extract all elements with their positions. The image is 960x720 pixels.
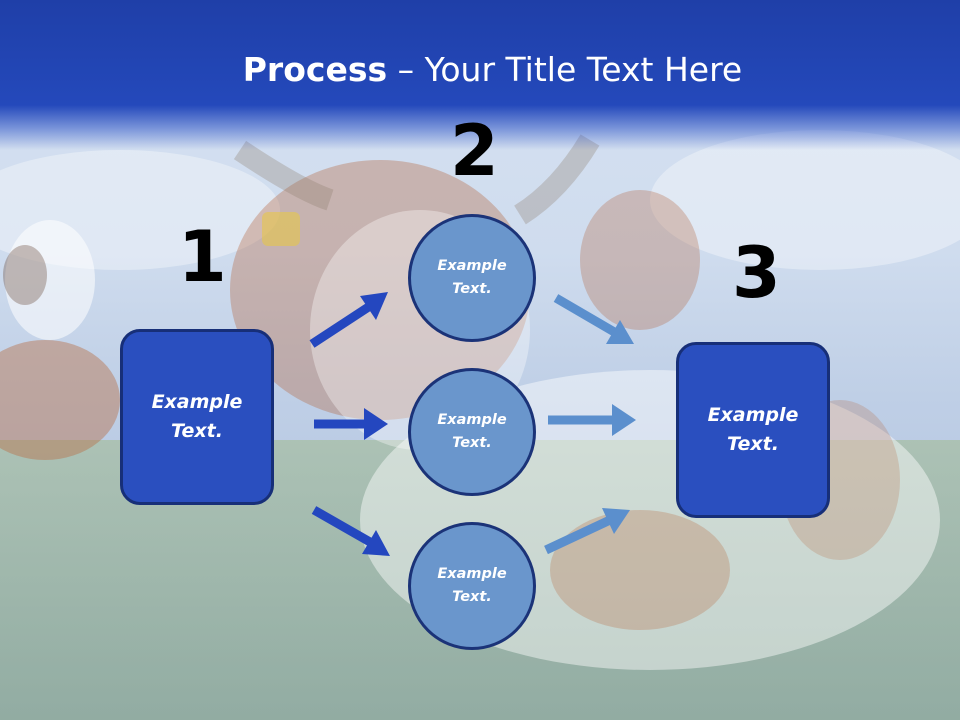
arrow-bottom-to-3: [544, 508, 630, 555]
step-2-middle-text: Example Text.: [437, 412, 507, 451]
slide-title: Process – Your Title Text Here: [0, 50, 960, 89]
title-bold: Process: [242, 50, 388, 89]
step-2-circle-top: Example Text.: [408, 214, 536, 342]
arrow-1-to-bottom: [311, 506, 390, 556]
step-number-3: 3: [732, 232, 781, 314]
step-1-box: Example Text.: [120, 329, 274, 505]
step-1-text: Example Text.: [151, 391, 243, 442]
arrow-middle-to-3: [548, 404, 636, 436]
arrow-1-to-middle: [314, 408, 388, 440]
step-3-text: Example Text.: [707, 404, 799, 455]
arrow-1-to-top: [309, 292, 388, 348]
step-2-circle-bottom: Example Text.: [408, 522, 536, 650]
step-2-circle-middle: Example Text.: [408, 368, 536, 496]
step-3-box: Example Text.: [676, 342, 830, 518]
arrow-top-to-3: [553, 294, 634, 344]
step-number-2: 2: [450, 110, 499, 192]
step-number-1: 1: [178, 216, 227, 298]
title-rest: – Your Title Text Here: [387, 50, 743, 89]
title-band: [0, 0, 960, 150]
step-2-bottom-text: Example Text.: [437, 566, 507, 605]
step-2-top-text: Example Text.: [437, 258, 507, 297]
